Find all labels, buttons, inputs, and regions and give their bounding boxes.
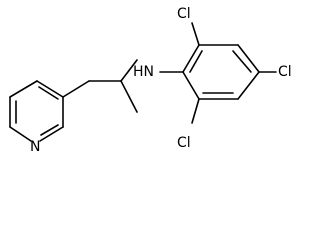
bond [36, 80, 64, 98]
bond [191, 98, 200, 124]
bond [237, 71, 260, 100]
bond [191, 22, 200, 46]
phenyl-ring [182, 44, 260, 100]
pyridine-ring [9, 80, 64, 142]
atom-label-cl-right: Cl [278, 64, 292, 80]
bond [9, 126, 32, 142]
double-bond [189, 50, 203, 73]
molecular-structure: HN N Cl Cl Cl [9, 6, 292, 155]
bond [182, 44, 200, 73]
atom-label-cl-top: Cl [177, 6, 191, 22]
ethyl-linker [62, 59, 138, 113]
atom-label-cl-bottom: Cl [177, 135, 191, 151]
bond [120, 59, 138, 82]
bond [39, 126, 64, 142]
bond [9, 80, 38, 98]
atom-label-nh: HN [133, 64, 154, 80]
double-bond [40, 124, 59, 136]
bond [120, 80, 138, 113]
bond [182, 71, 200, 100]
double-bond [38, 86, 59, 100]
double-bond [232, 50, 252, 73]
bond [62, 80, 90, 98]
atom-label-n: N [30, 139, 40, 155]
bond [237, 44, 260, 73]
